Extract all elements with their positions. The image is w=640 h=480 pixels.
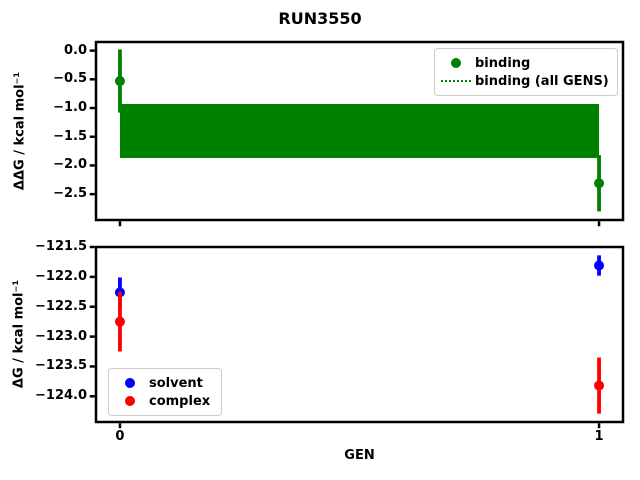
bottom-axes-frame [94, 245, 625, 424]
bottom-y-axis-label: ΔG / kcal mol⁻¹ [11, 279, 27, 389]
y-tick-label: −122.0 [35, 268, 88, 284]
marker-complex-0 [114, 316, 125, 327]
legend-row: complex [111, 392, 213, 410]
top-axes-frame [94, 40, 625, 222]
x-axis-label: GEN [344, 448, 375, 463]
figure-title: RUN3550 [278, 9, 362, 28]
legend-row: solvent [111, 374, 213, 392]
marker-solvent-1 [594, 260, 605, 271]
y-tick-label: −2.0 [53, 157, 87, 173]
y-tick-label: 0.0 [63, 42, 87, 58]
y-tick-label: −122.5 [35, 298, 88, 314]
binding-all-gens-band [119, 104, 600, 158]
marker-complex-1 [594, 380, 605, 391]
y-tick-label: −1.5 [53, 128, 87, 144]
top-legend: binding binding (all GENS) [434, 48, 618, 96]
y-tick-label: −123.0 [35, 328, 88, 344]
legend-label: complex [149, 393, 211, 409]
y-tick-label: −123.5 [35, 358, 88, 374]
y-tick-label: −124.0 [35, 388, 88, 404]
legend-label: binding [475, 55, 531, 71]
y-tick-label: −1.0 [53, 100, 87, 116]
legend-swatch [451, 58, 461, 68]
legend-label: binding (all GENS) [475, 73, 609, 89]
legend-row: binding [437, 54, 609, 72]
legend-swatch [441, 80, 471, 82]
y-tick-label: −121.5 [35, 239, 88, 254]
x-tick-label: 1 [594, 429, 604, 445]
legend-swatch [125, 396, 135, 406]
bottom-legend: solvent complex [108, 368, 222, 416]
legend-dot-icon [437, 58, 475, 68]
marker-binding-0 [114, 76, 125, 87]
top-y-axis-label: ΔΔG / kcal mol⁻¹ [12, 71, 28, 191]
x-tick-label: 0 [115, 429, 125, 445]
legend-swatch [125, 378, 135, 388]
legend-label: solvent [149, 375, 203, 391]
legend-dot-icon [111, 378, 149, 388]
legend-dot-icon [111, 396, 149, 406]
y-tick-label: −0.5 [53, 71, 87, 87]
y-tick-label: −2.5 [53, 186, 87, 202]
legend-dotted-line-icon [437, 80, 475, 82]
marker-binding-1 [594, 178, 605, 189]
legend-row: binding (all GENS) [437, 72, 609, 90]
